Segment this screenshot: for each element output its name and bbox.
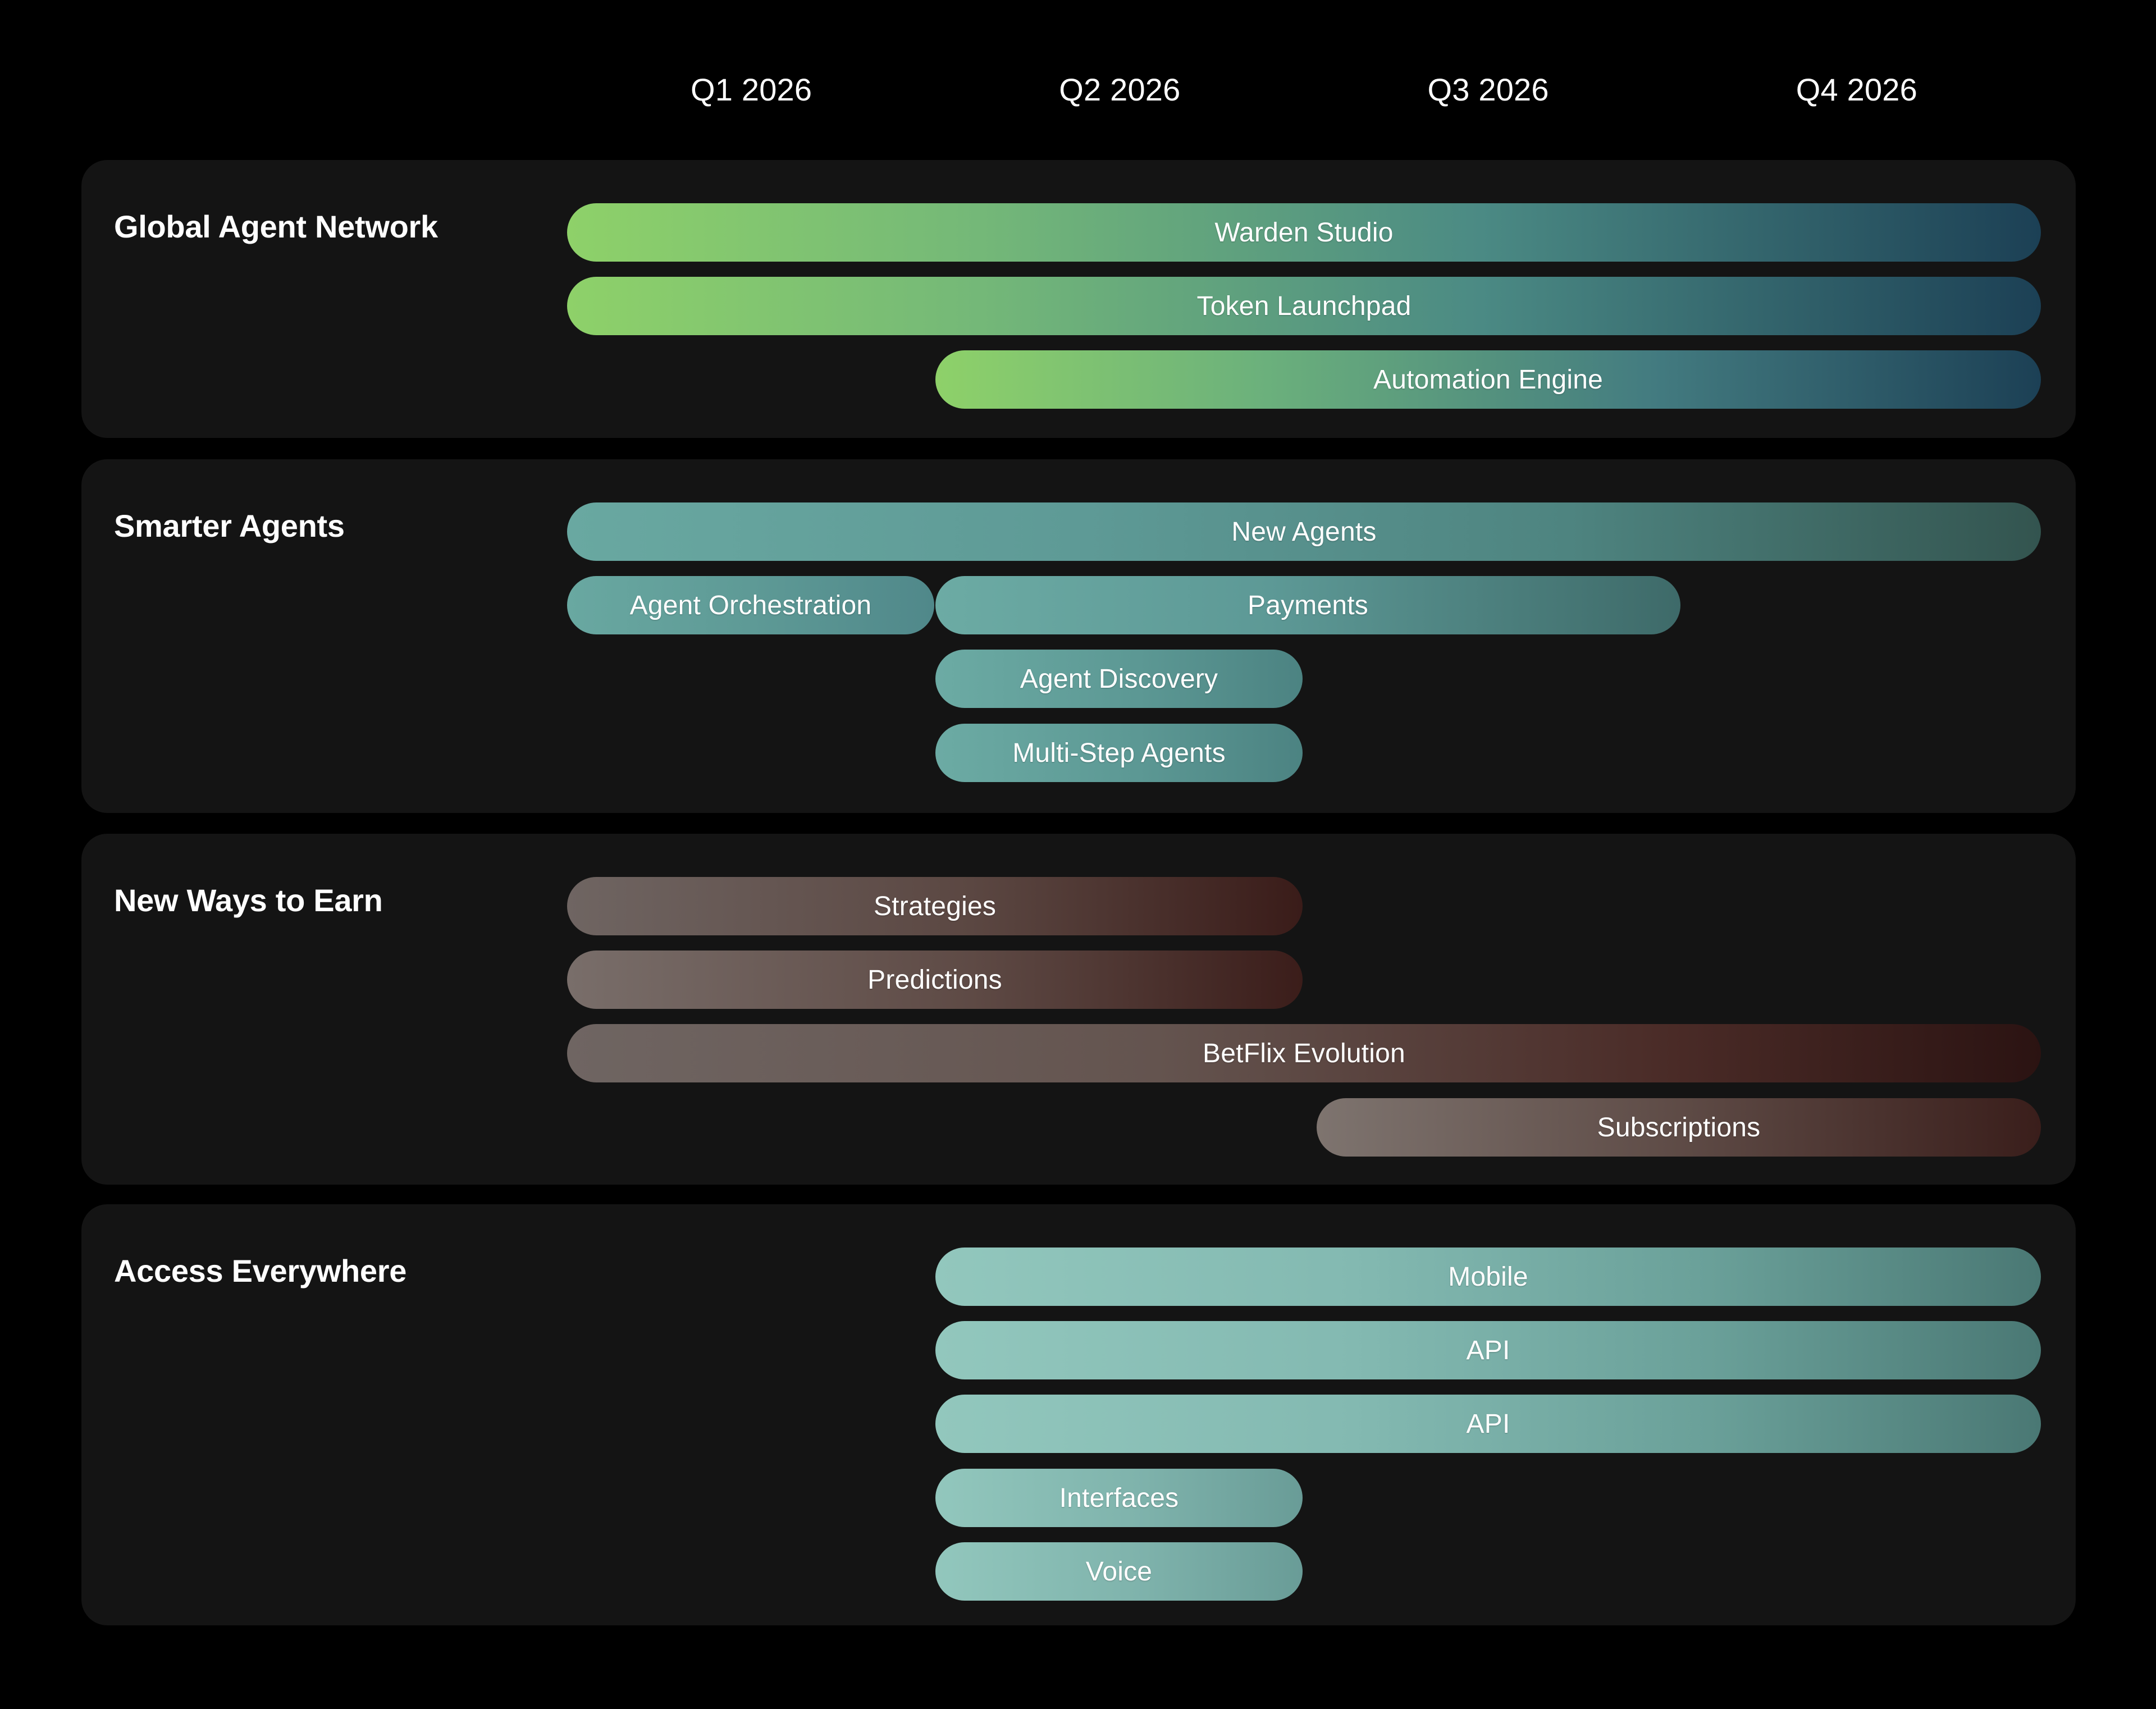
bar-label: Warden Studio bbox=[1214, 217, 1394, 248]
section-title-global-agent-network: Global Agent Network bbox=[114, 209, 438, 244]
bar-agent-orchestration[interactable]: Agent Orchestration bbox=[567, 576, 934, 634]
bar-betflix-evolution[interactable]: BetFlix Evolution bbox=[567, 1024, 2041, 1082]
quarter-label-q3: Q3 2026 bbox=[1427, 72, 1549, 107]
bar-new-agents[interactable]: New Agents bbox=[567, 502, 2041, 561]
bar-label: Strategies bbox=[873, 891, 997, 921]
bar-label: Payments bbox=[1247, 590, 1369, 620]
bar-label: Token Launchpad bbox=[1196, 291, 1412, 321]
bar-multi-step-agents[interactable]: Multi-Step Agents bbox=[935, 724, 1303, 782]
section-title-smarter-agents: Smarter Agents bbox=[114, 508, 345, 543]
bar-label: Mobile bbox=[1448, 1262, 1528, 1292]
bar-label: Automation Engine bbox=[1373, 364, 1603, 395]
bar-api-1[interactable]: API bbox=[935, 1321, 2041, 1379]
quarter-axis: Q1 2026 Q2 2026 Q3 2026 Q4 2026 bbox=[567, 67, 2041, 112]
bar-strategies[interactable]: Strategies bbox=[567, 877, 1303, 935]
bar-label: Agent Orchestration bbox=[629, 590, 872, 620]
bar-label: BetFlix Evolution bbox=[1203, 1038, 1405, 1068]
quarter-label-q4: Q4 2026 bbox=[1796, 72, 1917, 107]
bar-warden-studio[interactable]: Warden Studio bbox=[567, 203, 2041, 262]
bar-api-2[interactable]: API bbox=[935, 1395, 2041, 1453]
section-panel-global-agent-network: Global Agent Network Warden Studio Token… bbox=[81, 160, 2076, 438]
section-title-new-ways-to-earn: New Ways to Earn bbox=[114, 883, 383, 918]
bar-automation-engine[interactable]: Automation Engine bbox=[935, 350, 2041, 409]
bar-label: API bbox=[1466, 1335, 1510, 1365]
bar-label: Agent Discovery bbox=[1020, 664, 1218, 694]
section-title-access-everywhere: Access Everywhere bbox=[114, 1253, 407, 1288]
bar-payments[interactable]: Payments bbox=[935, 576, 1680, 634]
bar-agent-discovery[interactable]: Agent Discovery bbox=[935, 650, 1303, 708]
bar-interfaces[interactable]: Interfaces bbox=[935, 1469, 1303, 1527]
quarter-label-q1: Q1 2026 bbox=[691, 72, 812, 107]
bar-label: New Agents bbox=[1231, 517, 1377, 547]
bar-label: Voice bbox=[1085, 1556, 1153, 1587]
section-panel-new-ways-to-earn: New Ways to Earn Strategies Predictions … bbox=[81, 834, 2076, 1185]
bar-token-launchpad[interactable]: Token Launchpad bbox=[567, 277, 2041, 335]
bar-subscriptions[interactable]: Subscriptions bbox=[1317, 1098, 2041, 1157]
bar-label: Interfaces bbox=[1059, 1483, 1179, 1513]
bar-label: Subscriptions bbox=[1597, 1112, 1761, 1143]
bar-mobile[interactable]: Mobile bbox=[935, 1248, 2041, 1306]
section-panel-access-everywhere: Access Everywhere Mobile API API Interfa… bbox=[81, 1204, 2076, 1625]
section-panel-smarter-agents: Smarter Agents New Agents Agent Orchestr… bbox=[81, 459, 2076, 813]
bar-label: Predictions bbox=[867, 965, 1002, 995]
quarter-label-q2: Q2 2026 bbox=[1059, 72, 1181, 107]
bar-predictions[interactable]: Predictions bbox=[567, 951, 1303, 1009]
bar-voice[interactable]: Voice bbox=[935, 1542, 1303, 1601]
bar-label: API bbox=[1466, 1409, 1510, 1439]
bar-label: Multi-Step Agents bbox=[1012, 738, 1226, 768]
